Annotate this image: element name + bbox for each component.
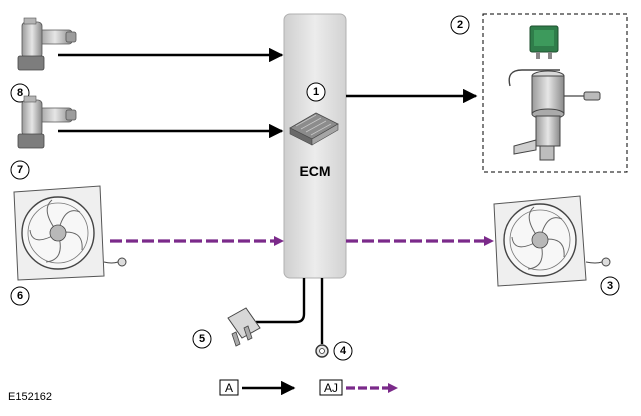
ground-eyelet-icon [315,344,329,358]
callout-3: 3 [600,276,620,296]
callout-6-label: 6 [17,290,23,302]
legend-can-bus: AJ [319,379,398,396]
component-2-dashed-box [482,13,628,173]
legend-hardwired: A [219,379,296,396]
cooling-fan-icon [493,195,611,287]
callout-8-label: 8 [17,87,23,99]
ecm-chip-icon [289,112,339,146]
coolant-pump-icon [508,69,601,161]
relay-icon [529,25,559,59]
can-bus-arrowhead-right [484,236,494,246]
callout-6: 6 [10,286,30,306]
callout-4: 4 [333,341,353,361]
can-bus-arrowhead-left [274,236,284,246]
callout-7-label: 7 [17,164,23,176]
fuse-icon [227,307,261,347]
callout-2-label: 2 [457,19,463,31]
ecm-label: ECM [299,163,330,179]
callout-4-label: 4 [340,345,347,357]
ecm-module: ECM [283,13,347,279]
legend-hardwired-label: A [225,381,233,395]
figure-id: E152162 [8,391,52,403]
callout-7: 7 [10,160,30,180]
legend-can-label: AJ [324,381,338,395]
callout-1-label: 1 [313,86,319,98]
callout-1: 1 [306,82,326,102]
wire-ecm-to-fuse [256,278,306,324]
cooling-fan-icon [13,185,127,281]
connector-sensor-icon [17,95,77,149]
callout-5-label: 5 [199,333,205,345]
callout-5: 5 [192,329,212,349]
callout-3-label: 3 [607,280,613,292]
callout-2: 2 [450,15,470,35]
connector-sensor-icon [17,17,77,71]
